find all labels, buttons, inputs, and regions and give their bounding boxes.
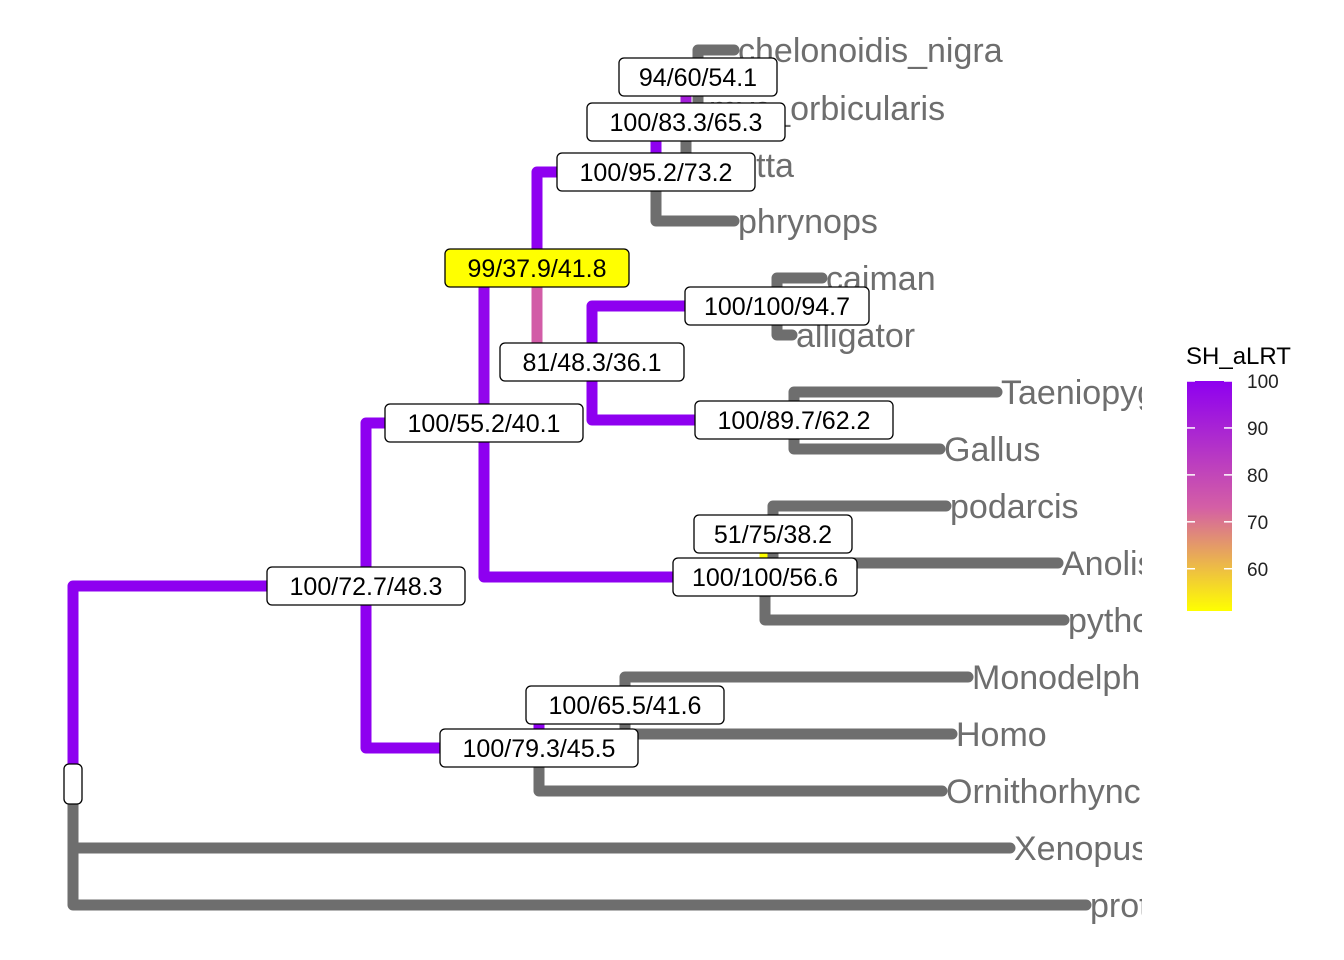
node-label-text: 100/55.2/40.1 xyxy=(408,410,561,438)
tip-labels: chelonoidis_nigraemys_orbiculariscaretta… xyxy=(690,32,1262,925)
tip-label-gallus: Gallus xyxy=(944,431,1040,469)
legend-ticks: 100 90 80 70 60 xyxy=(1187,372,1279,581)
tip-label-xenopus: Xenopus xyxy=(1014,830,1148,868)
node-label-n_crocs: 100/100/94.7 xyxy=(684,286,870,326)
node-label-box xyxy=(618,57,778,97)
tip-label-chelonoidis: chelonoidis_nigra xyxy=(738,32,1003,70)
node-label-text: 100/95.2/73.2 xyxy=(580,159,733,187)
node-label-text: 100/100/94.7 xyxy=(704,293,850,321)
node-label-n_squamata: 100/100/56.6 xyxy=(672,557,858,597)
branch-n_mammals xyxy=(360,580,545,754)
node-label-text: 81/48.3/36.1 xyxy=(522,349,661,377)
branch-n_squamata xyxy=(478,417,771,583)
node-label-text: 100/65.5/41.6 xyxy=(549,692,702,720)
node-label-n_mammals: 100/79.3/45.5 xyxy=(439,728,639,768)
node-label-n_therian: 100/65.5/41.6 xyxy=(525,685,725,725)
legend-tick-label: 100 xyxy=(1247,372,1279,393)
node-label-n_turtles: 100/95.2/73.2 xyxy=(556,152,756,192)
legend-tick-label: 80 xyxy=(1247,466,1268,487)
node-label-text: 99/37.9/41.8 xyxy=(467,255,606,283)
tip-label-python: python xyxy=(1068,602,1170,640)
node-label-n_root xyxy=(63,763,83,805)
node-label-n_archosauria: 81/48.3/36.1 xyxy=(499,342,685,382)
node-label-box xyxy=(672,557,858,597)
node-label-text: 51/75/38.2 xyxy=(714,521,832,549)
node-label-n_archelosauria: 99/37.9/41.8 xyxy=(444,248,630,288)
legend-colorbar xyxy=(1187,381,1232,611)
node-label-text: 94/60/54.1 xyxy=(639,64,757,92)
node-label-n_podarcis_anolis: 51/75/38.2 xyxy=(693,514,853,554)
legend-tick-label: 90 xyxy=(1247,419,1268,440)
node-labels: 100/72.7/48.3 100/55.2/40.1 100/79.3/45.5 1… xyxy=(63,57,894,805)
node-label-box xyxy=(499,342,685,382)
tip-label-taeniopygia: Taeniopygia xyxy=(1001,374,1183,412)
node-label-n_turtles2: 100/83.3/65.3 xyxy=(586,102,786,142)
legend-tick-label: 60 xyxy=(1247,560,1268,581)
branch-n_sauria xyxy=(360,417,490,592)
node-label-box xyxy=(556,152,756,192)
node-label-box xyxy=(384,403,584,443)
node-label-n_sauria: 100/55.2/40.1 xyxy=(384,403,584,443)
tip-label-protopterus: protopterus xyxy=(1090,887,1262,925)
tip-label-monodelphis: Monodelphis xyxy=(972,659,1165,697)
tip-label-homo: Homo xyxy=(956,716,1047,754)
node-label-text: 100/89.7/62.2 xyxy=(718,407,871,435)
tip-label-ornithorhynchus: Ornithorhynchus xyxy=(946,773,1195,811)
node-label-text: 100/72.7/48.3 xyxy=(290,573,443,601)
node-label-box xyxy=(586,102,786,142)
node-label-text: 100/83.3/65.3 xyxy=(610,109,763,137)
branch-n_amniota xyxy=(67,580,372,790)
color-legend: SH_aLRT 100 90 80 70 60 xyxy=(1186,343,1291,611)
node-label-box xyxy=(525,685,725,725)
node-label-text: 100/100/56.6 xyxy=(692,564,838,592)
node-label-box xyxy=(439,728,639,768)
node-label-box xyxy=(684,286,870,326)
node-label-box xyxy=(63,763,83,805)
tip-label-podarcis: podarcis xyxy=(950,488,1079,526)
node-label-n_amniota: 100/72.7/48.3 xyxy=(266,566,466,606)
node-label-n_tortoise: 94/60/54.1 xyxy=(618,57,778,97)
node-label-box xyxy=(693,514,853,554)
legend-tick-label: 70 xyxy=(1247,513,1268,534)
node-label-box xyxy=(266,566,466,606)
node-label-box xyxy=(694,400,894,440)
legend-title: SH_aLRT xyxy=(1186,343,1291,370)
tip-label-phrynops: phrynops xyxy=(738,203,878,241)
node-label-box xyxy=(444,248,630,288)
branch-protopterus xyxy=(67,778,1092,911)
tip-label-anolis: Anolis xyxy=(1062,545,1155,583)
node-label-n_birds: 100/89.7/62.2 xyxy=(694,400,894,440)
node-label-text: 100/79.3/45.5 xyxy=(463,735,616,763)
